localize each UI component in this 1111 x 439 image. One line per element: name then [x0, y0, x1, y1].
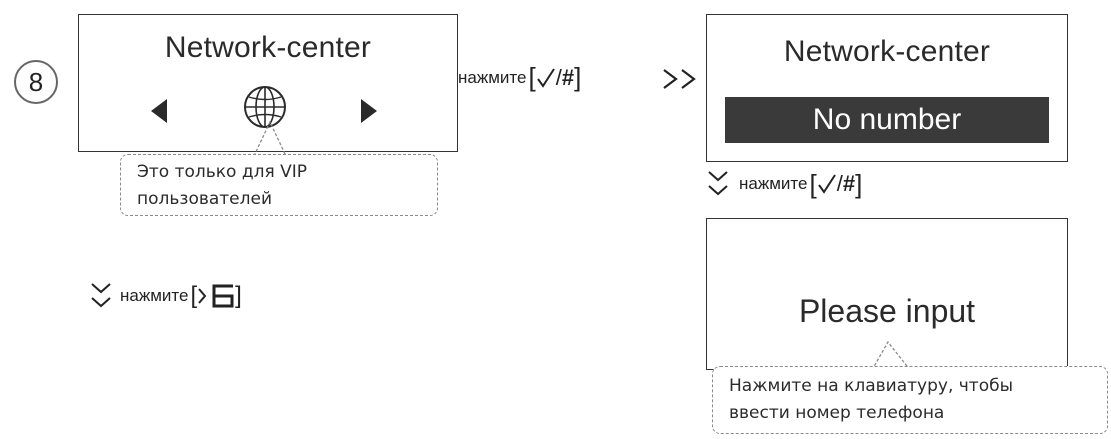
- instruction-press-confirm-2: нажмите [ /# ]: [705, 168, 862, 200]
- screen1-title: Network-center: [164, 31, 372, 64]
- callout1-line1: Это только для VIP: [137, 162, 307, 182]
- instruction-press-six: нажмите [ ]: [88, 280, 242, 312]
- screen2-title: Network-center: [783, 35, 991, 68]
- press-label-2: нажмите: [739, 174, 808, 193]
- press-label-1: нажмите: [458, 67, 527, 87]
- double-chevron-down-icon: [91, 283, 111, 308]
- double-chevron-down-icon: [708, 171, 728, 196]
- step-number: 8: [28, 66, 44, 97]
- confirm-key-icon: [ /# ]: [528, 62, 582, 92]
- six-key-icon: [ ]: [190, 282, 242, 309]
- callout-vip-note: Это только для VIP пользователей: [120, 154, 438, 216]
- double-chevron-right-icon: [663, 69, 696, 89]
- callout1-pointer: [253, 120, 287, 157]
- screen-network-center-selected: Network-center No number: [706, 14, 1068, 162]
- confirm-key-icon: [ /# ]: [809, 168, 863, 199]
- screen3-prompt: Please input: [798, 293, 976, 329]
- step-number-badge: 8: [14, 60, 58, 104]
- right-arrow-icon: [361, 99, 377, 123]
- globe-icon: [244, 86, 286, 128]
- screen2-selected-item: No number: [725, 97, 1049, 143]
- callout2-line1: Нажмите на клавиатуру, чтобы: [729, 376, 1014, 396]
- callout2-line2: ввести номер телефона: [729, 403, 945, 423]
- screen2-selected-label: No number: [812, 103, 962, 136]
- callout2-pointer: [871, 340, 911, 371]
- screen-please-input: Please input: [706, 218, 1068, 370]
- callout1-line2: пользователей: [137, 189, 273, 209]
- screen-network-center-menu: Network-center: [78, 14, 458, 152]
- press-label-3: нажмите: [120, 286, 189, 305]
- callout-keyboard-note: Нажмите на клавиатуру, чтобы ввести номе…: [712, 366, 1108, 434]
- instruction-press-confirm-1: нажмите [ /# ]: [458, 62, 581, 93]
- left-arrow-icon: [151, 99, 167, 123]
